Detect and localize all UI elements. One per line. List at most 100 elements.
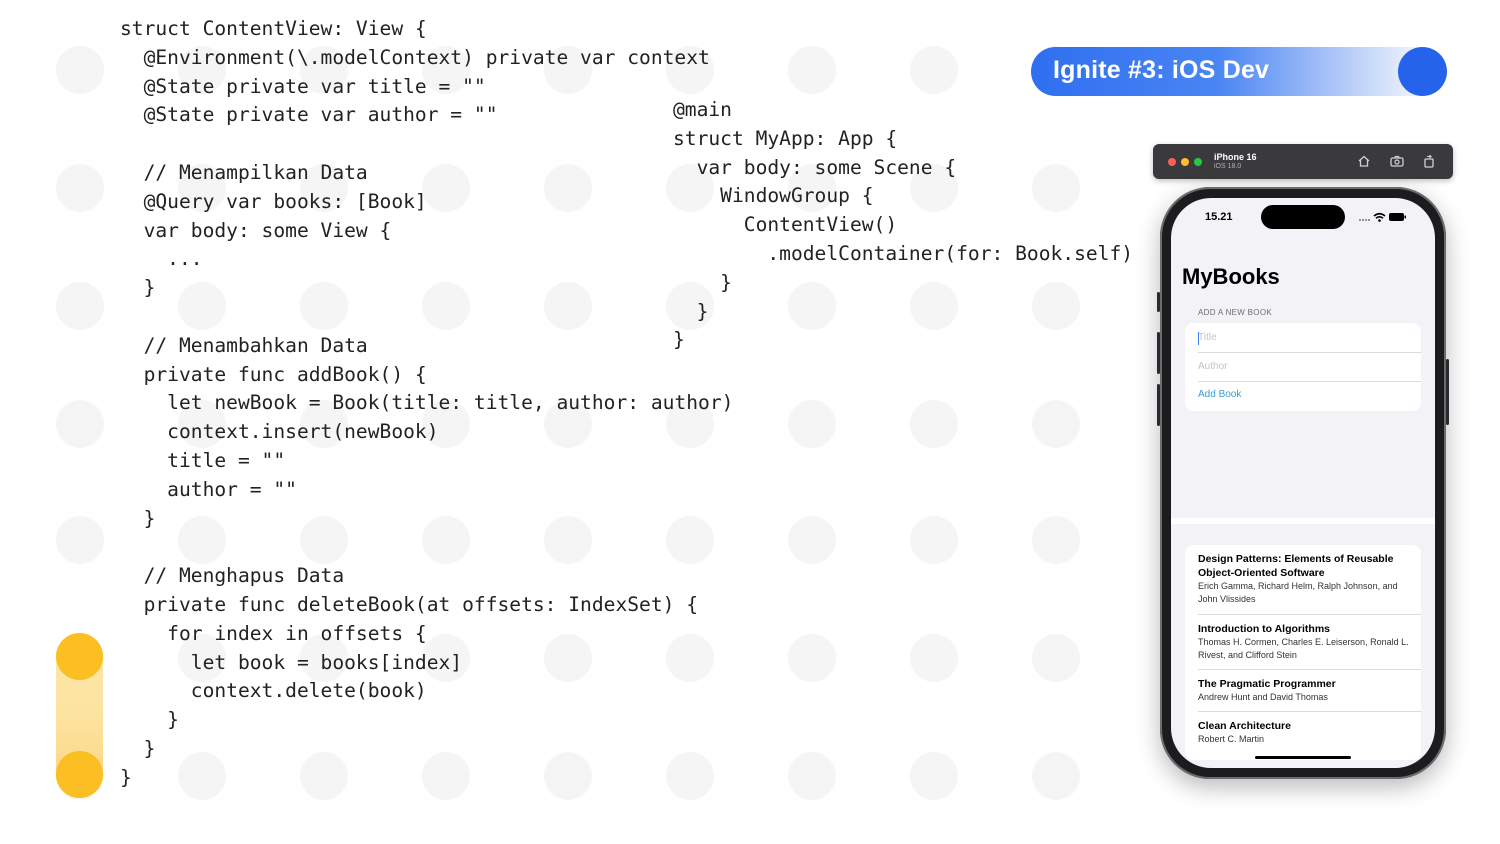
background-dot — [544, 634, 592, 682]
list-item[interactable]: The Pragmatic Programmer Andrew Hunt and… — [1198, 677, 1413, 704]
book-title: The Pragmatic Programmer — [1198, 678, 1336, 690]
background-dot — [56, 46, 104, 94]
background-dot — [422, 400, 470, 448]
code-line: ContentView() — [673, 213, 898, 237]
side-power-button — [1446, 359, 1449, 425]
background-dot — [788, 752, 836, 800]
code-line: } — [120, 506, 156, 530]
code-line: // Menampilkan Data — [120, 160, 368, 184]
background-dot — [910, 282, 958, 330]
list-item[interactable]: Introduction to Algorithms Thomas H. Cor… — [1198, 622, 1413, 662]
background-dot — [544, 282, 592, 330]
list-item[interactable]: Clean Architecture Robert C. Martin — [1198, 719, 1413, 746]
background-dot — [910, 400, 958, 448]
background-dot — [56, 400, 104, 448]
background-dot — [1032, 516, 1080, 564]
background-dot — [788, 516, 836, 564]
author-row — [1198, 352, 1421, 382]
close-window-button[interactable] — [1168, 158, 1176, 166]
code-line: @State private var title = "" — [120, 74, 486, 98]
background-dot — [1032, 164, 1080, 212]
background-dot — [56, 516, 104, 564]
background-dot — [1032, 634, 1080, 682]
book-title: Introduction to Algorithms — [1198, 623, 1331, 635]
background-dot — [300, 164, 348, 212]
code-line: let book = books[index] — [120, 650, 463, 674]
simulator-toolbar: iPhone 16 iOS 18.0 — [1153, 144, 1453, 179]
background-dot — [544, 164, 592, 212]
code-line: // Menambahkan Data — [120, 333, 368, 357]
book-author: Andrew Hunt and David Thomas — [1198, 692, 1328, 702]
background-dot — [544, 516, 592, 564]
add-book-row: Add Book — [1198, 381, 1421, 410]
background-dot — [910, 46, 958, 94]
header-badge: Ignite #3: iOS Dev — [1031, 47, 1447, 96]
code-line: var body: some View { — [120, 218, 392, 242]
code-line — [120, 303, 733, 332]
code-line: ... — [120, 247, 203, 271]
background-dot — [788, 46, 836, 94]
zoom-window-button[interactable] — [1194, 158, 1202, 166]
background-dot — [300, 46, 348, 94]
badge-title: Ignite #3: iOS Dev — [1053, 56, 1270, 84]
code-line — [120, 533, 733, 562]
background-dot — [910, 516, 958, 564]
book-author: Robert C. Martin — [1198, 734, 1265, 744]
background-dot — [666, 516, 714, 564]
background-dot — [544, 752, 592, 800]
code-line: context.delete(book) — [120, 679, 427, 703]
background-dot — [788, 282, 836, 330]
rotate-icon[interactable] — [1421, 153, 1437, 169]
code-line: } — [120, 276, 156, 300]
code-line: } — [673, 328, 685, 352]
code-line: @main — [673, 98, 732, 121]
code-line: @State private var author = "" — [120, 103, 498, 127]
dynamic-island — [1261, 205, 1345, 229]
background-dot — [1032, 400, 1080, 448]
background-dot — [56, 282, 104, 330]
background-dot — [178, 634, 226, 682]
code-line: } — [673, 299, 709, 323]
code-line: for index in offsets { — [120, 621, 427, 645]
background-dot — [422, 282, 470, 330]
minimize-window-button[interactable] — [1181, 158, 1189, 166]
screenshot-icon[interactable] — [1389, 153, 1405, 169]
action-button — [1157, 292, 1160, 312]
list-separator — [1198, 711, 1421, 712]
section-label-add-book: ADD A NEW BOOK — [1198, 308, 1272, 317]
add-book-button[interactable]: Add Book — [1198, 389, 1242, 400]
list-separator — [1198, 614, 1421, 615]
code-line: @Environment(\.modelContext) private var… — [120, 45, 710, 69]
background-dot — [178, 752, 226, 800]
background-dot — [422, 752, 470, 800]
background-dot — [300, 282, 348, 330]
background-dot — [422, 46, 470, 94]
status-icons — [1359, 212, 1406, 222]
code-line: private func addBook() { — [120, 362, 427, 386]
background-dot — [666, 400, 714, 448]
decorative-dot-bottom — [56, 751, 103, 798]
list-item[interactable]: Design Patterns: Elements of Reusable Ob… — [1198, 552, 1413, 606]
background-dot — [300, 516, 348, 564]
home-icon[interactable] — [1356, 153, 1372, 169]
badge-circle-icon — [1398, 47, 1447, 96]
code-line: private func deleteBook(at offsets: Inde… — [120, 592, 699, 616]
decorative-dot-top — [56, 633, 103, 680]
signal-icon — [1359, 219, 1370, 221]
background-dot — [544, 46, 592, 94]
home-indicator — [1255, 756, 1351, 759]
code-line: } — [673, 270, 732, 294]
battery-icon — [1389, 213, 1406, 221]
code-line: @Query var books: [Book] — [120, 189, 427, 213]
background-dot — [910, 164, 958, 212]
author-input[interactable] — [1198, 352, 1408, 380]
book-list: Design Patterns: Elements of Reusable Ob… — [1185, 545, 1421, 760]
app-title: MyBooks — [1182, 264, 1280, 289]
background-dot — [666, 164, 714, 212]
code-line: var body: some Scene { — [673, 155, 957, 179]
code-line: .modelContainer(for: Book.self) — [673, 241, 1134, 265]
code-block-content-view: struct ContentView: View { @Environment(… — [120, 15, 733, 793]
background-dot — [788, 164, 836, 212]
title-input[interactable] — [1198, 323, 1408, 351]
code-line: } — [120, 708, 179, 732]
